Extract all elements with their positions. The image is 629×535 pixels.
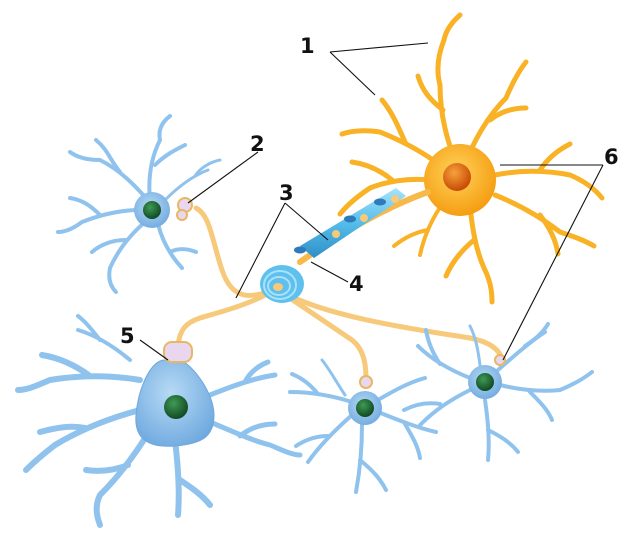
nucleus	[443, 163, 471, 191]
myelinated-axon	[260, 188, 428, 303]
label-1: 1	[300, 34, 315, 58]
label-5: 5	[120, 324, 135, 348]
nucleus	[164, 395, 188, 419]
synapse-bottom-middle	[360, 376, 372, 388]
label-4: 4	[349, 272, 364, 296]
postsynaptic-neuron-bottom-left	[18, 316, 300, 525]
leader-lines	[140, 43, 603, 360]
nucleus	[143, 201, 161, 219]
label-2: 2	[250, 132, 265, 156]
synapse-bottom-left	[164, 342, 192, 362]
postsynaptic-neuron-top-left	[58, 116, 220, 292]
postsynaptic-neuron-right	[404, 324, 592, 460]
nucleus	[476, 373, 494, 391]
label-6: 6	[604, 145, 619, 169]
label-3: 3	[279, 181, 294, 205]
nucleus	[356, 399, 374, 417]
presynaptic-neuron	[340, 15, 602, 302]
myelin-cross-section	[260, 265, 304, 303]
